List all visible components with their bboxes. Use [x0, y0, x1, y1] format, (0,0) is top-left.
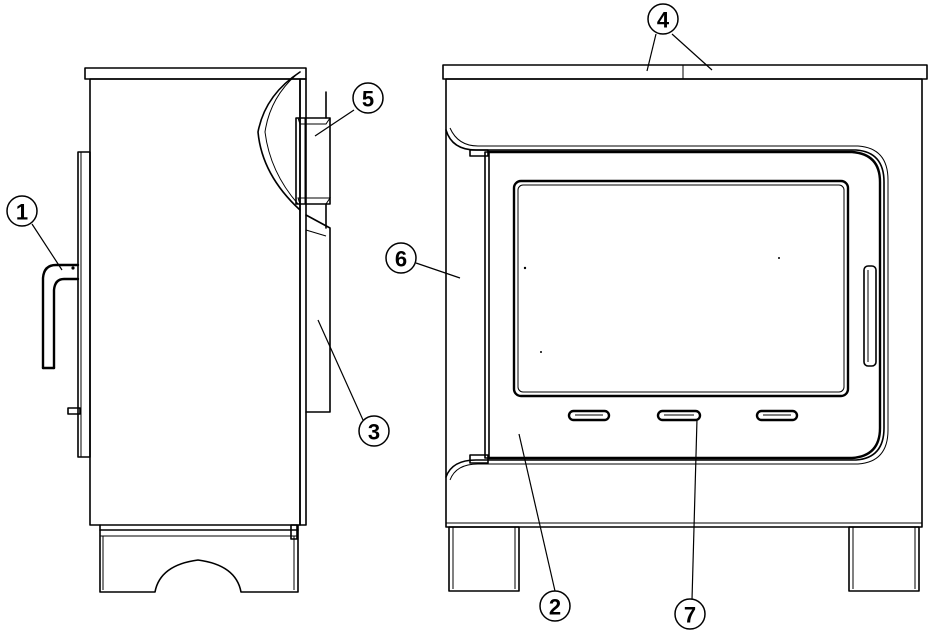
side-door-handle — [41, 263, 80, 370]
side-rear-shield — [299, 78, 307, 526]
front-air-slot-left — [567, 409, 611, 422]
side-door-edge — [77, 151, 91, 458]
front-door-handle — [863, 265, 877, 367]
front-top-plate — [442, 64, 928, 80]
callout-1: 1 — [6, 195, 38, 227]
callout-4-label: 4 — [657, 8, 670, 33]
front-body — [445, 78, 923, 528]
front-door-recess — [445, 129, 885, 478]
side-flue-cover — [257, 71, 301, 211]
side-top-plate — [84, 67, 307, 80]
leader-lines — [31, 33, 713, 601]
front-door-hinge-strip — [484, 151, 490, 459]
callout-4: 4 — [647, 3, 679, 35]
side-air-knob — [67, 407, 81, 415]
side-body — [89, 78, 301, 526]
front-glass-window — [512, 179, 850, 398]
callout-1-label: 1 — [16, 200, 28, 225]
callout-2: 2 — [539, 590, 571, 622]
side-deflector — [305, 214, 331, 413]
callout-3-label: 3 — [368, 420, 380, 445]
front-air-slot-right — [755, 409, 799, 422]
front-leg-left — [448, 526, 520, 592]
callout-7-label: 7 — [684, 603, 696, 628]
callout-7: 7 — [674, 598, 706, 630]
side-flue-spigot — [295, 117, 331, 205]
callout-2-label: 2 — [549, 595, 561, 620]
callout-5: 5 — [352, 82, 384, 114]
front-door — [487, 150, 882, 460]
callout-5-label: 5 — [362, 87, 374, 112]
callout-3: 3 — [358, 415, 390, 447]
front-view — [442, 64, 928, 592]
callout-6-label: 6 — [395, 247, 407, 272]
front-air-slot-center — [656, 409, 702, 422]
side-view — [41, 67, 331, 593]
front-leg-right — [848, 526, 920, 592]
callout-6: 6 — [385, 242, 417, 274]
side-base-legs — [99, 529, 299, 593]
